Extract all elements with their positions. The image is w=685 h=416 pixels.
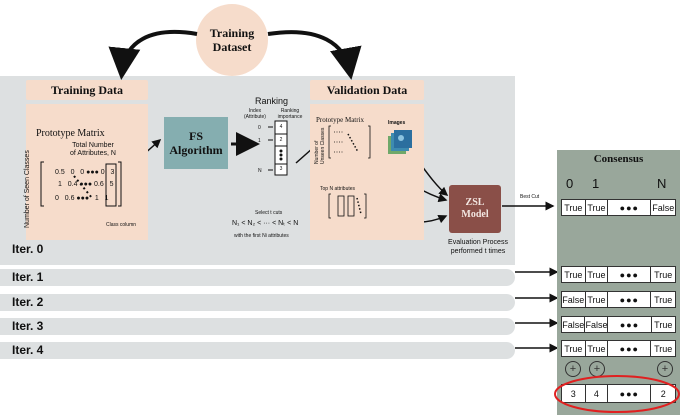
first-attributes-text: with the first Ni attributes	[234, 233, 289, 239]
consensus-col-0: 0	[566, 176, 574, 191]
consensus-row-0: True True ●●● False	[561, 199, 676, 216]
cuts-formula: N₁ < N₂ < ··· < Nₜ < N	[232, 220, 299, 227]
consensus-cell: True	[562, 267, 586, 282]
iter-1-bar	[0, 269, 515, 286]
consensus-cell: ●●●	[608, 267, 652, 282]
ranking-index-0: 0	[258, 125, 261, 131]
totals-highlight-ellipse	[554, 375, 680, 413]
top-n-label: Top N attributes	[320, 186, 356, 192]
ranking-index-1: 1	[258, 138, 261, 144]
iter-2-bar	[0, 294, 515, 311]
iter-1-label: Iter. 1	[12, 270, 44, 284]
consensus-cell: ●●●	[608, 341, 652, 356]
total-cell: 2	[660, 388, 666, 399]
consensus-cell: ●●●	[608, 200, 652, 215]
consensus-cell: False	[652, 202, 675, 213]
consensus-row-2: False True ●●● True	[561, 291, 676, 308]
rank-value-0: 4	[279, 124, 283, 130]
consensus-row-1: True True ●●● True	[561, 266, 676, 283]
ranking-index-head: Index (Attribute)	[244, 108, 266, 120]
consensus-cell: True	[654, 294, 673, 305]
consensus-cell: True	[586, 267, 609, 282]
training-matrix-row-2: 1 0.4 ●●● 0.6 5	[58, 181, 114, 188]
consensus-cell: True	[562, 200, 586, 215]
seen-classes-label: Number of Seen Classes	[24, 150, 31, 228]
consensus-totals-row: 3 4 ●●● 2	[561, 384, 676, 403]
consensus-cell: True	[586, 341, 609, 356]
consensus-col-n: N	[657, 176, 667, 191]
training-dataset-label: Training Dataset	[209, 26, 255, 54]
consensus-row-3: False False ●●● True	[561, 316, 676, 333]
sum-icon: +	[657, 361, 673, 377]
consensus-cell: False	[562, 317, 586, 332]
iter-3-label: Iter. 3	[12, 319, 44, 333]
validation-data-tab: Validation Data	[310, 80, 424, 100]
training-matrix-row-3: 0 0.6 ●●● 1 1	[55, 195, 109, 202]
arrow-to-training	[108, 29, 198, 80]
ranking-index-n: N	[258, 168, 262, 174]
consensus-cell: True	[654, 319, 673, 330]
rank-value-1: 2	[279, 137, 283, 143]
images-label: Images	[388, 120, 406, 126]
consensus-col-1: 1	[592, 176, 600, 191]
iter-3-bar	[0, 318, 515, 335]
total-cell: 4	[586, 385, 609, 402]
class-column-label: Class column	[106, 222, 137, 228]
rank-value-n: 3	[279, 166, 283, 172]
iter-4-label: Iter. 4	[12, 343, 44, 357]
training-data-panel	[26, 104, 148, 240]
consensus-cell: True	[654, 343, 673, 354]
training-matrix-row-1: 0.5 0 0 ●●● 0 3	[55, 169, 115, 176]
consensus-cell: True	[586, 292, 609, 307]
consensus-cell: False	[585, 317, 609, 332]
best-cut-label: Best Cut	[520, 194, 540, 200]
validation-matrix-title: Prototype Matrix	[316, 116, 365, 124]
total-cell: 3	[562, 385, 586, 402]
consensus-cell: True	[562, 341, 586, 356]
arrow-to-validation	[267, 30, 362, 80]
zsl-model-box: ZSL Model	[449, 185, 501, 233]
total-cell: ●●●	[608, 385, 652, 402]
consensus-title: Consensus	[557, 150, 680, 167]
training-dataset-node: Training Dataset	[196, 4, 268, 76]
ranking-column	[268, 120, 288, 176]
iter-2-label: Iter. 2	[12, 295, 44, 309]
total-attributes-label: Total Number of Attributes, N	[70, 142, 116, 157]
training-matrix	[40, 161, 122, 207]
training-data-tab: Training Data	[26, 80, 148, 100]
consensus-cell: False	[562, 292, 586, 307]
unseen-classes-label: Number of Unseen Classes	[314, 127, 326, 164]
consensus-cell: ●●●	[608, 292, 652, 307]
ranking-title: Ranking	[255, 96, 289, 106]
consensus-cell: True	[654, 269, 673, 280]
iter-4-bar	[0, 342, 515, 359]
consensus-cell: True	[586, 200, 609, 215]
consensus-cell: ●●●	[608, 317, 652, 332]
iter-0-label: Iter. 0	[12, 242, 44, 256]
validation-visuals	[328, 125, 412, 219]
sum-icon: +	[565, 361, 581, 377]
evaluation-label: Evaluation Process performed t times	[448, 239, 508, 255]
fs-algorithm-box: FS Algorithm	[164, 117, 228, 169]
select-cuts-text: Select t cuts	[255, 210, 283, 216]
consensus-row-4: True True ●●● True	[561, 340, 676, 357]
ranking-importance-head: Ranking importance	[277, 108, 303, 120]
training-matrix-title: Prototype Matrix	[36, 128, 105, 139]
